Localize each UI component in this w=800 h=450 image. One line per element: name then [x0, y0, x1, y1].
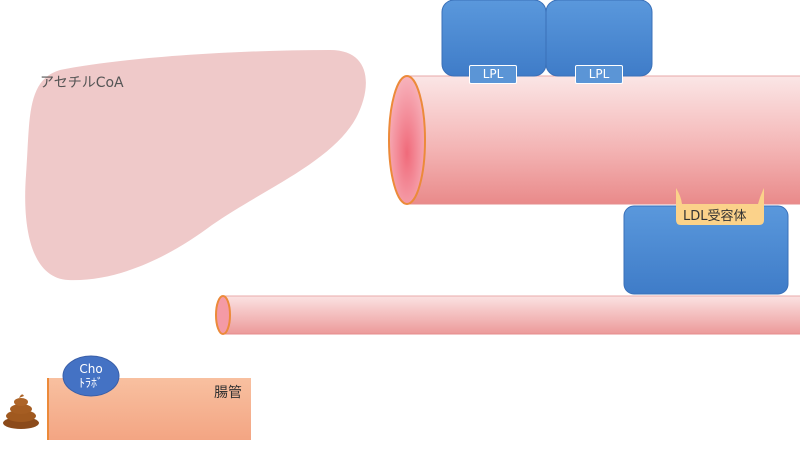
poop-icon — [3, 394, 39, 429]
cholesterol-badge-line1: Cho — [79, 362, 103, 376]
large-vessel-opening — [388, 75, 426, 205]
cholesterol-transporter-badge — [62, 355, 120, 397]
small-blood-vessel — [222, 296, 800, 334]
ldl-receptor-label: LDL受容体 — [683, 209, 747, 224]
liver-shape — [25, 50, 366, 281]
intestine-label: 腸管 — [214, 385, 242, 401]
cholesterol-badge-line2: ﾄﾗﾎﾞ — [78, 376, 103, 390]
lpl-tag-1: LPL — [469, 65, 517, 84]
ldl-receptor-shape — [676, 188, 764, 225]
large-blood-vessel — [407, 76, 800, 204]
cholesterol-badge-text: Cho ﾄﾗﾎﾞ — [66, 362, 116, 390]
liver-label: アセチルCoA — [40, 75, 124, 91]
small-vessel-opening — [215, 295, 231, 335]
lpl-tag-2: LPL — [575, 65, 623, 84]
